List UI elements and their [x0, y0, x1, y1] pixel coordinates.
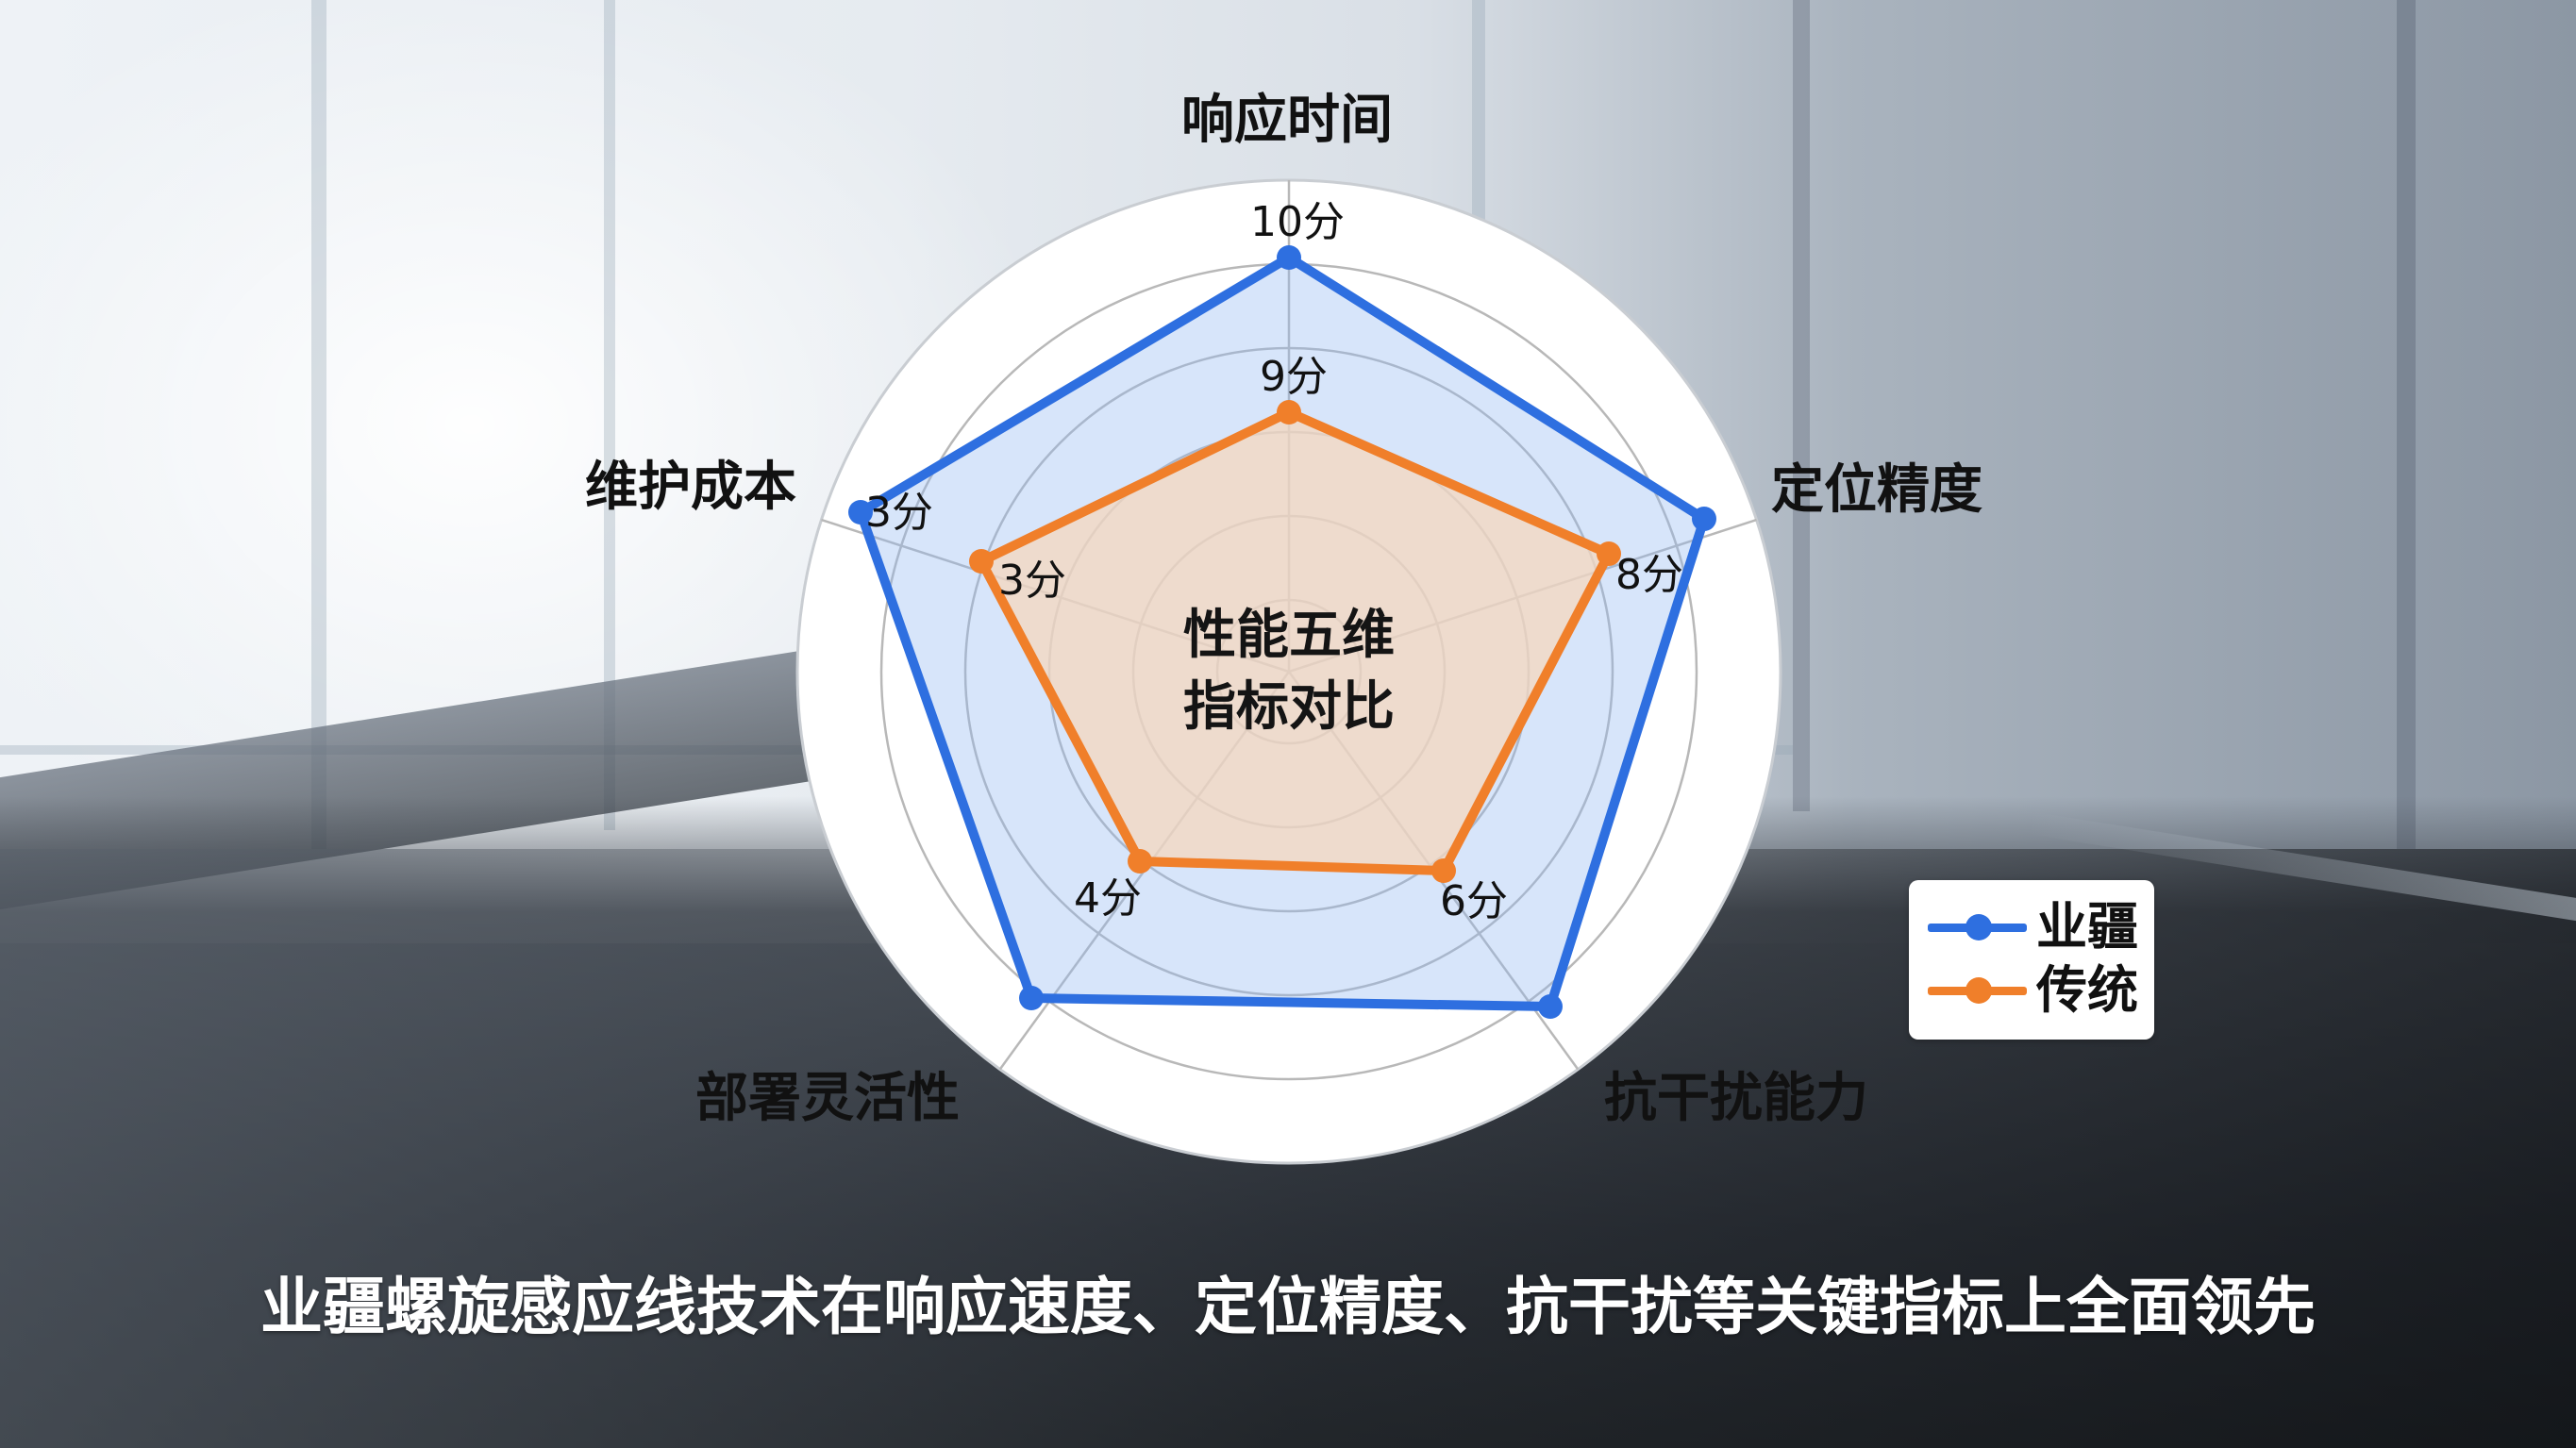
legend-line-marker-icon: [1928, 962, 2027, 1019]
score-label-yejiang-response: 10分: [1250, 198, 1345, 246]
center-title-line2: 指标对比: [1183, 676, 1395, 738]
legend-item-yejiang[interactable]: 业疆: [1928, 899, 2138, 956]
legend-label-traditional: 传统: [2036, 960, 2138, 1020]
axis-label-anti-interference: 抗干扰能力: [1604, 1068, 1868, 1129]
center-title-line1: 性能五维: [1183, 605, 1395, 666]
axis-label-response-time: 响应时间: [1181, 90, 1393, 151]
axis-label-positioning-accuracy: 定位精度: [1771, 459, 1982, 521]
slide-caption: 业疆螺旋感应线技术在响应速度、定位精度、抗干扰等关键指标上全面领先: [260, 1271, 2316, 1343]
legend-label-yejiang: 业疆: [2036, 897, 2138, 957]
score-label-traditional-response: 9分: [1260, 353, 1328, 401]
chart-center-title: 性能五维 指标对比: [1166, 600, 1412, 743]
score-label-traditional-accuracy: 8分: [1615, 551, 1683, 599]
chart-series: [848, 245, 1716, 1019]
score-label-traditional-maintenance: 3分: [998, 557, 1066, 605]
legend-item-traditional[interactable]: 传统: [1928, 962, 2138, 1019]
axis-label-maintenance-cost: 维护成本: [585, 457, 796, 518]
chart-legend: 业疆 传统: [1909, 880, 2154, 1040]
axis-label-deployment-flexibility: 部署灵活性: [695, 1068, 960, 1129]
score-label-yejiang-maintenance: 3分: [865, 489, 933, 537]
legend-line-marker-icon: [1928, 899, 2027, 956]
score-label-traditional-anti-interference: 6分: [1440, 877, 1508, 925]
score-label-traditional-deployment: 4分: [1074, 874, 1142, 923]
